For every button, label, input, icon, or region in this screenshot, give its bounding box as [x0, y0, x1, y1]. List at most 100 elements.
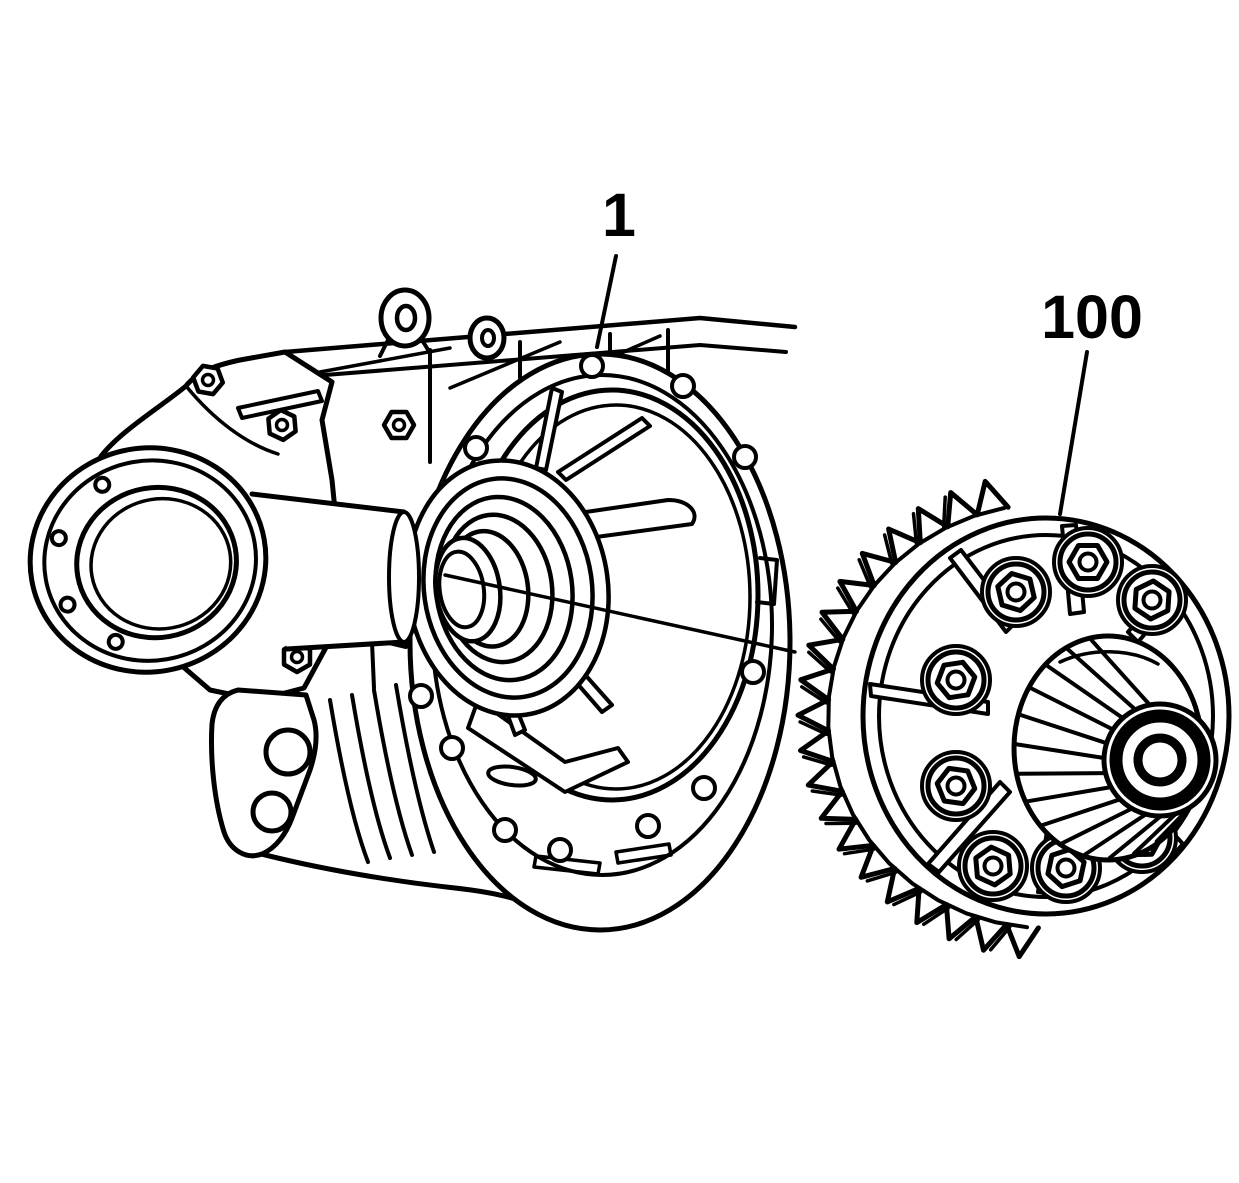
spline-ridge [1132, 811, 1178, 856]
case-hex-bolt-center [274, 417, 290, 433]
bolt-head-center [1005, 581, 1027, 603]
gear-tooth-flank [882, 533, 894, 566]
skirt-rib-2 [350, 693, 392, 860]
gear-rim-edge [826, 505, 1029, 930]
spline-ridge [1018, 712, 1109, 746]
callout-100-leader-line [1058, 350, 1089, 516]
gear-tooth-flank [807, 650, 833, 674]
gear-tooth-flank [857, 558, 873, 589]
boss-ring-2 [421, 476, 595, 700]
callout-1-leader-line [595, 254, 618, 349]
diff-vane-down-left [926, 780, 1012, 874]
spline-ridge [1014, 742, 1106, 760]
callout-1-label: 1 [602, 181, 636, 249]
frame-ring [467, 315, 507, 361]
callout-1: 1 [595, 181, 636, 349]
flange-slot-2 [614, 842, 673, 865]
spline-ridge [1028, 686, 1115, 732]
flange-step-tab [755, 556, 779, 606]
flange-bolt-hole [579, 353, 605, 379]
shaft-body [252, 494, 404, 649]
interior-pedestal [466, 698, 630, 794]
mounting-bracket [209, 687, 319, 859]
bracket-hole-lower [250, 790, 294, 834]
flange-bolt-hole [732, 444, 758, 470]
flange-bolt-hole [408, 683, 434, 709]
pinion-bore [1101, 701, 1219, 819]
bolt-head-center [945, 775, 967, 797]
spline-ridge [1060, 806, 1134, 846]
bolt-head-center [982, 855, 1004, 877]
flange-bolt-hole [740, 659, 766, 685]
output-flange [27, 445, 269, 675]
flange-opening [74, 484, 239, 641]
gear-tooth-flank [911, 512, 919, 545]
differential-assembly [795, 478, 1232, 960]
assembly-axis-line [443, 573, 797, 654]
case-hex-bolt-center [289, 649, 305, 665]
gear-tooth-flank [921, 906, 951, 927]
flange-hole-3 [106, 632, 125, 651]
gear-tooth-flank [819, 617, 842, 644]
frame-rail-front [298, 343, 788, 379]
hub-splines [1014, 637, 1192, 860]
flange-ring-mid [42, 458, 258, 663]
skirt-rib-4 [394, 683, 436, 854]
shaft-bottom-line [284, 639, 407, 652]
drain-oval [486, 764, 538, 788]
frame-ring-hole [480, 328, 496, 348]
spline-ridge [1083, 812, 1148, 857]
gear-tooth-flank [800, 685, 829, 705]
shoulder-contour-1 [184, 384, 280, 456]
lifting-eye-base [378, 338, 432, 358]
bracket-hole-upper [263, 727, 313, 777]
callout-100-label: 100 [1041, 283, 1143, 351]
flange-bolt-hole [635, 813, 661, 839]
lifting-eye-ring [378, 287, 432, 349]
flange-bolt-hole [691, 775, 717, 801]
carrier-bolts [920, 526, 1188, 904]
output-shaft [249, 491, 421, 652]
skirt-rib-3 [372, 688, 414, 857]
rib-slash-1 [236, 389, 324, 420]
flange-bolt-hole [439, 735, 465, 761]
shaft-top-line [249, 491, 407, 515]
flange-bolt-hole [492, 817, 518, 843]
gear-tooth-flank [801, 755, 834, 767]
bolt-head-center [945, 669, 967, 691]
spline-ridge [1045, 663, 1125, 721]
spline-ridge [1016, 771, 1108, 776]
flange-hole-4 [93, 475, 112, 494]
case-hex-bolt-center [391, 417, 407, 433]
gear-tooth-flank [988, 925, 1012, 952]
bolt-head-center [1141, 589, 1163, 611]
vane-right-fin [570, 498, 697, 542]
vane-up-right [556, 416, 652, 482]
gear-tooth-flank [892, 890, 923, 907]
flange-hole-2 [58, 595, 77, 614]
skirt-rib-1 [328, 698, 370, 864]
boss-bore [433, 535, 503, 644]
boss-bore-inner [437, 549, 487, 630]
gear-tooth-flank [836, 586, 855, 615]
bore-ring [1109, 709, 1211, 811]
gear-tooth-flank [842, 847, 876, 856]
gear-tooth-flank [941, 495, 947, 529]
case-hex-bolt-center [200, 372, 216, 388]
spline-ridge [1025, 785, 1113, 804]
flange-bolt-hole [670, 373, 696, 399]
t-slot-stem [370, 640, 376, 690]
spline-ridge [1107, 814, 1163, 860]
spline-ridge [1065, 647, 1138, 712]
transfer-case [27, 287, 798, 933]
flange-bolt-hole [463, 435, 489, 461]
gear-tooth-flank [954, 917, 981, 942]
bore-hole [1133, 733, 1187, 787]
callout-100: 100 [1041, 283, 1143, 516]
flange-opening-lip [89, 496, 233, 631]
top-frame [282, 287, 798, 464]
hub-chamfer [1058, 650, 1160, 666]
gear-tooth-flank [810, 789, 844, 797]
